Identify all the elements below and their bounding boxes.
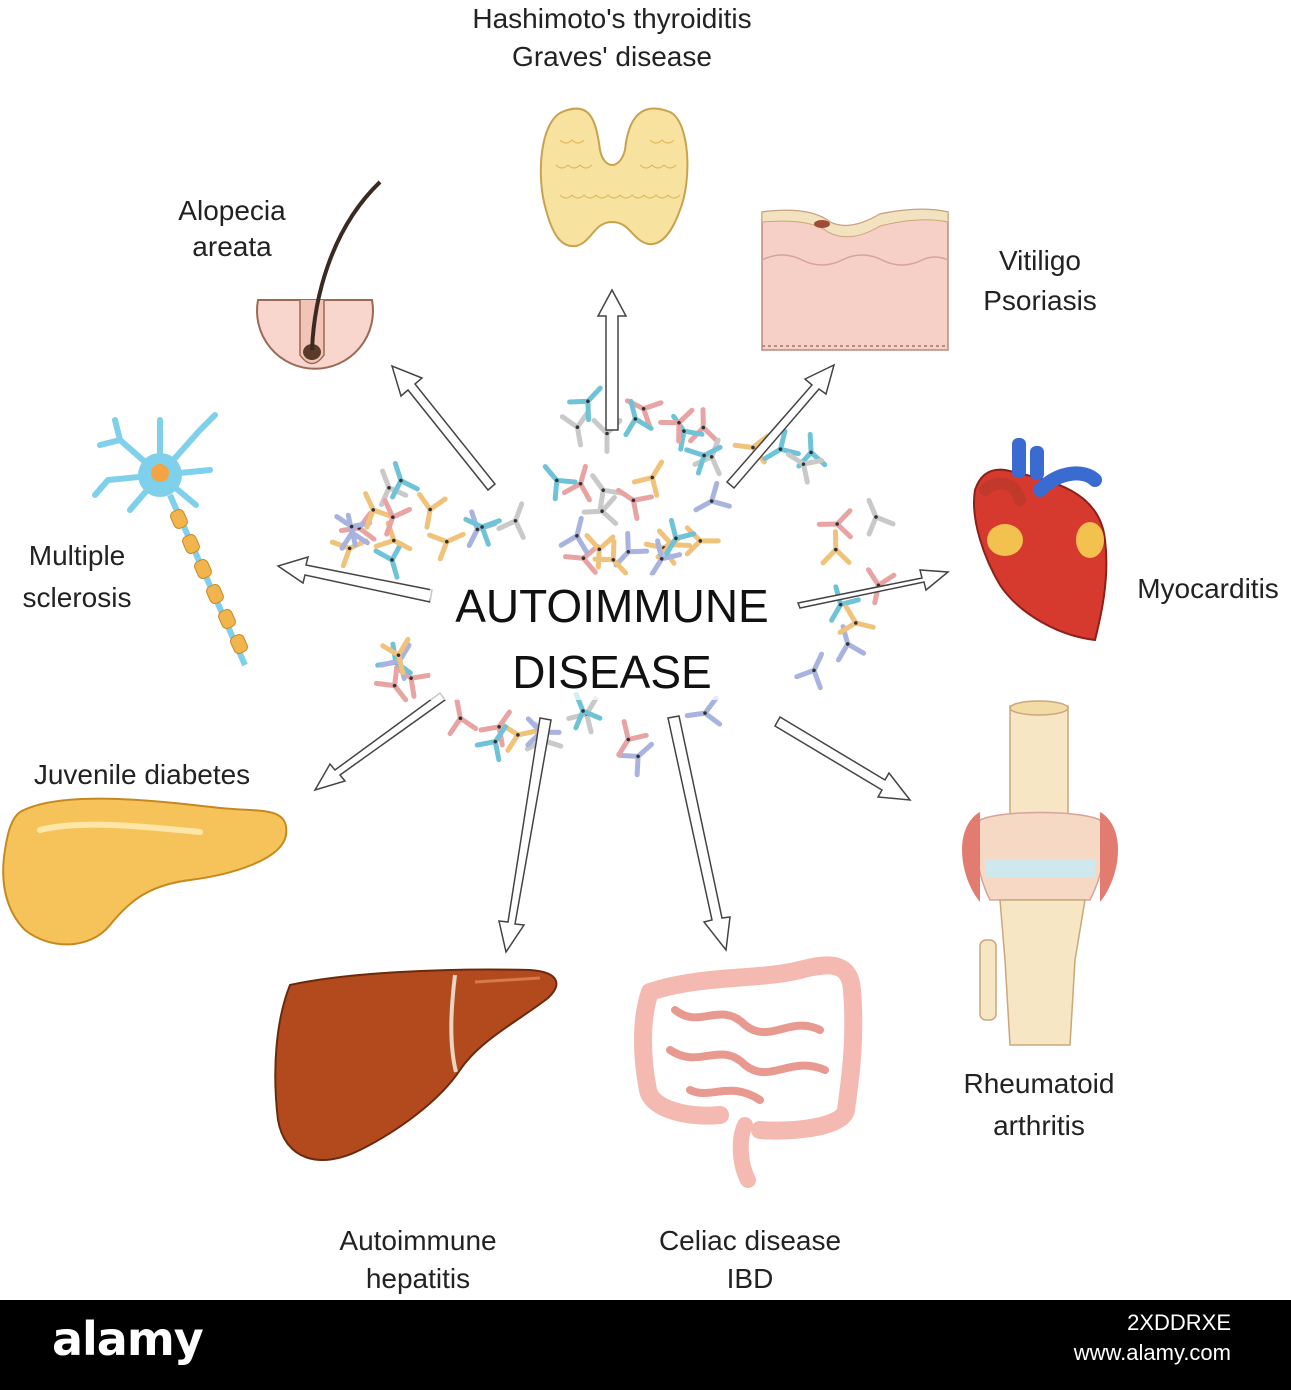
antibody-icon (866, 497, 896, 537)
antibody-icon (631, 459, 665, 498)
antibody-icon (615, 487, 654, 521)
antibody-icon (820, 529, 852, 566)
antibody-icon (592, 538, 629, 576)
watermark-bar: alamy 2XDDRXE www.alamy.com (0, 1300, 1291, 1390)
antibody-icon (427, 531, 466, 562)
watermark-logo: alamy (52, 1312, 204, 1366)
label-gut-line1: Celiac disease (659, 1225, 841, 1256)
antibody-icon (417, 491, 448, 530)
antibody-icon (463, 516, 502, 547)
label-joint-line1: Rheumatoid (964, 1068, 1115, 1099)
antibody-icon (816, 508, 853, 540)
arrows (276, 288, 950, 954)
antibody-icon (590, 473, 624, 511)
antibody-icon (382, 498, 412, 537)
antibody-icon (623, 398, 654, 438)
label-ms-line2: sclerosis (23, 582, 132, 613)
antibody-icon (474, 724, 508, 763)
antibody-icon (380, 636, 411, 676)
arrow-to-gut (667, 715, 731, 952)
antibody-icon (617, 741, 654, 778)
antibody-icon (373, 541, 404, 580)
antibody-icon (363, 491, 393, 530)
label-alopecia-line1: Alopecia (178, 195, 286, 226)
antibody-icon (561, 463, 592, 503)
antibody-icon (567, 385, 603, 423)
liver-icon (274, 968, 558, 1161)
antibody-icon (447, 698, 479, 737)
antibody-icon (616, 719, 649, 758)
antibody-icon (373, 664, 409, 703)
antibody-icon (794, 651, 825, 691)
label-liver-line1: Autoimmune (339, 1225, 496, 1256)
label-ms-line1: Multiple (29, 540, 125, 571)
antibody-icon (558, 515, 589, 555)
antibody-icon (658, 407, 695, 444)
autoimmune-diagram: Hashimoto's thyroiditis Graves' disease … (2, 3, 1279, 1294)
antibody-icon (684, 444, 723, 476)
label-heart: Myocarditis (1137, 573, 1279, 604)
arrow-to-alopecia (390, 364, 497, 492)
arrow-to-heart (796, 569, 950, 609)
label-thyroid-line1: Hashimoto's thyroiditis (472, 3, 751, 34)
pancreas-icon (2, 797, 288, 946)
antibody-icon (496, 501, 526, 540)
label-skin-line2: Psoriasis (983, 285, 1097, 316)
antibody-icon (649, 538, 683, 577)
heart-icon (973, 438, 1108, 642)
label-pancreas: Juvenile diabetes (34, 759, 250, 790)
watermark-url: www.alamy.com (1073, 1340, 1231, 1365)
intestines-icon (634, 956, 863, 1188)
label-gut-line2: IBD (727, 1263, 774, 1294)
thyroid-icon (539, 107, 689, 248)
label-thyroid-line2: Graves' disease (512, 41, 712, 72)
arrow-to-ms (276, 555, 433, 603)
skin-section-icon (761, 208, 949, 351)
antibody-icon (837, 604, 876, 635)
antibody-icon (693, 480, 732, 513)
antibody-icon (562, 543, 600, 575)
neuron-icon (92, 412, 248, 667)
label-joint-line2: arthritis (993, 1110, 1085, 1141)
antibody-icon (671, 413, 705, 452)
arrow-to-liver (498, 717, 552, 954)
watermark-code: 2XDDRXE www.alamy.com (1074, 1308, 1231, 1368)
antibody-icon (581, 495, 619, 527)
center-title-line1: AUTOIMMUNE (455, 580, 769, 632)
label-skin-line1: Vitiligo (999, 245, 1081, 276)
antibody-icon (390, 460, 420, 500)
label-alopecia-line2: areata (192, 231, 272, 262)
antibody-icon (542, 464, 578, 502)
arrow-to-thyroid (596, 288, 628, 431)
arrow-to-skin (725, 363, 836, 490)
antibody-icon (785, 451, 824, 485)
label-liver-line2: hepatitis (366, 1263, 470, 1294)
hair-follicle-icon (256, 180, 382, 370)
image-id: 2XDDRXE (1127, 1310, 1231, 1335)
knee-joint-icon (962, 700, 1118, 1046)
antibody-icon (762, 428, 801, 461)
arrow-to-joint (773, 715, 912, 801)
center-title-line2: DISEASE (512, 646, 711, 698)
antibody-icon (684, 695, 723, 727)
antibody-icon (664, 517, 697, 557)
arrow-to-pancreas (313, 691, 447, 792)
